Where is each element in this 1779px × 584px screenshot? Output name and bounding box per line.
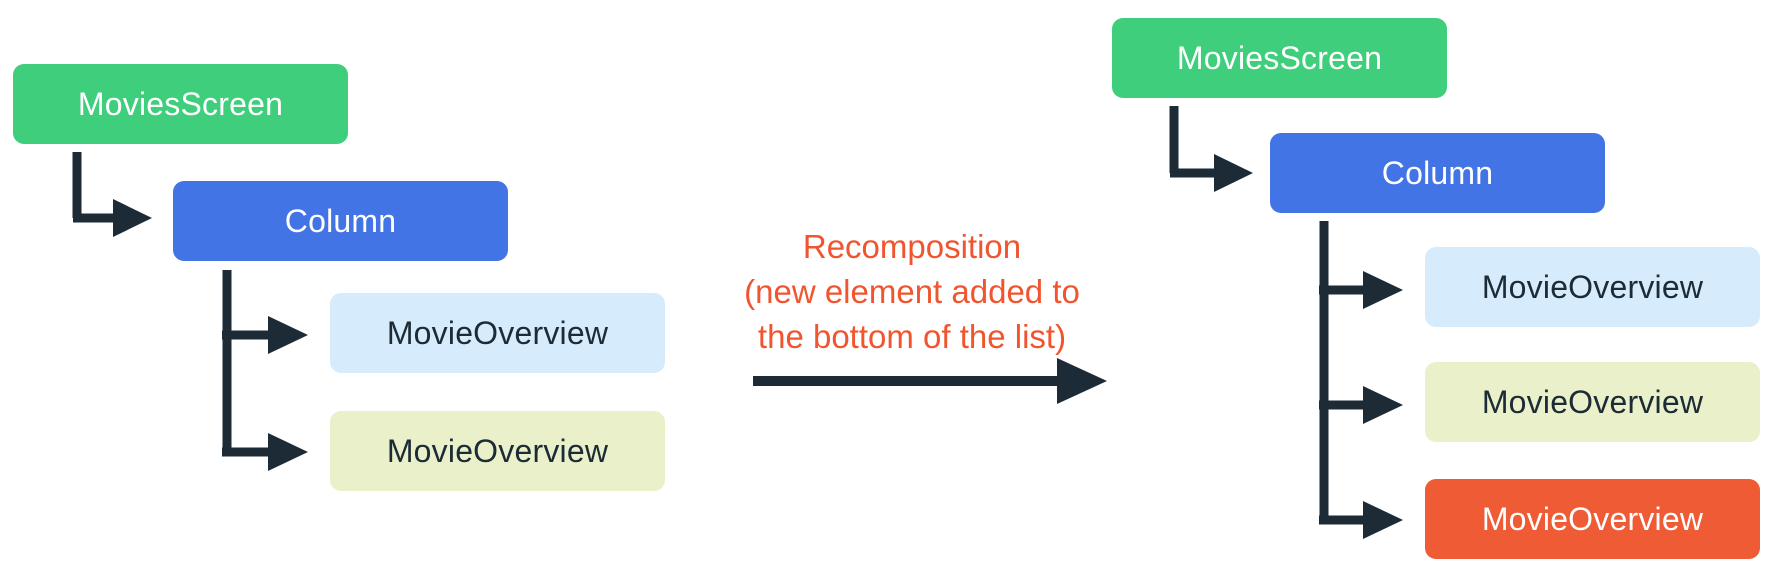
before-root-to-column-arrow <box>72 152 152 237</box>
after-root-to-column-arrow <box>1169 106 1253 192</box>
before-node-column: Column <box>173 181 508 261</box>
after-node-movieoverview-1: MovieOverview <box>1425 247 1760 327</box>
after-node-movieoverview-3-new: MovieOverview <box>1425 479 1760 559</box>
annotation-line-3: the bottom of the list) <box>757 318 1067 355</box>
recomposition-arrow <box>753 358 1107 404</box>
after-node-movieoverview-2: MovieOverview <box>1425 362 1760 442</box>
before-node-movieoverview-1: MovieOverview <box>330 293 665 373</box>
after-node-moviesscreen: MoviesScreen <box>1112 18 1447 98</box>
after-column-to-items-arrows <box>1319 221 1403 539</box>
annotation-line-1: Recomposition <box>802 228 1022 265</box>
before-node-movieoverview-2: MovieOverview <box>330 411 665 491</box>
annotation-line-2: (new element added to <box>744 273 1080 310</box>
before-column-to-items-arrows <box>222 270 308 471</box>
after-node-column: Column <box>1270 133 1605 213</box>
recomposition-annotation: Recomposition (new element added to the … <box>662 224 1162 359</box>
before-node-moviesscreen: MoviesScreen <box>13 64 348 144</box>
